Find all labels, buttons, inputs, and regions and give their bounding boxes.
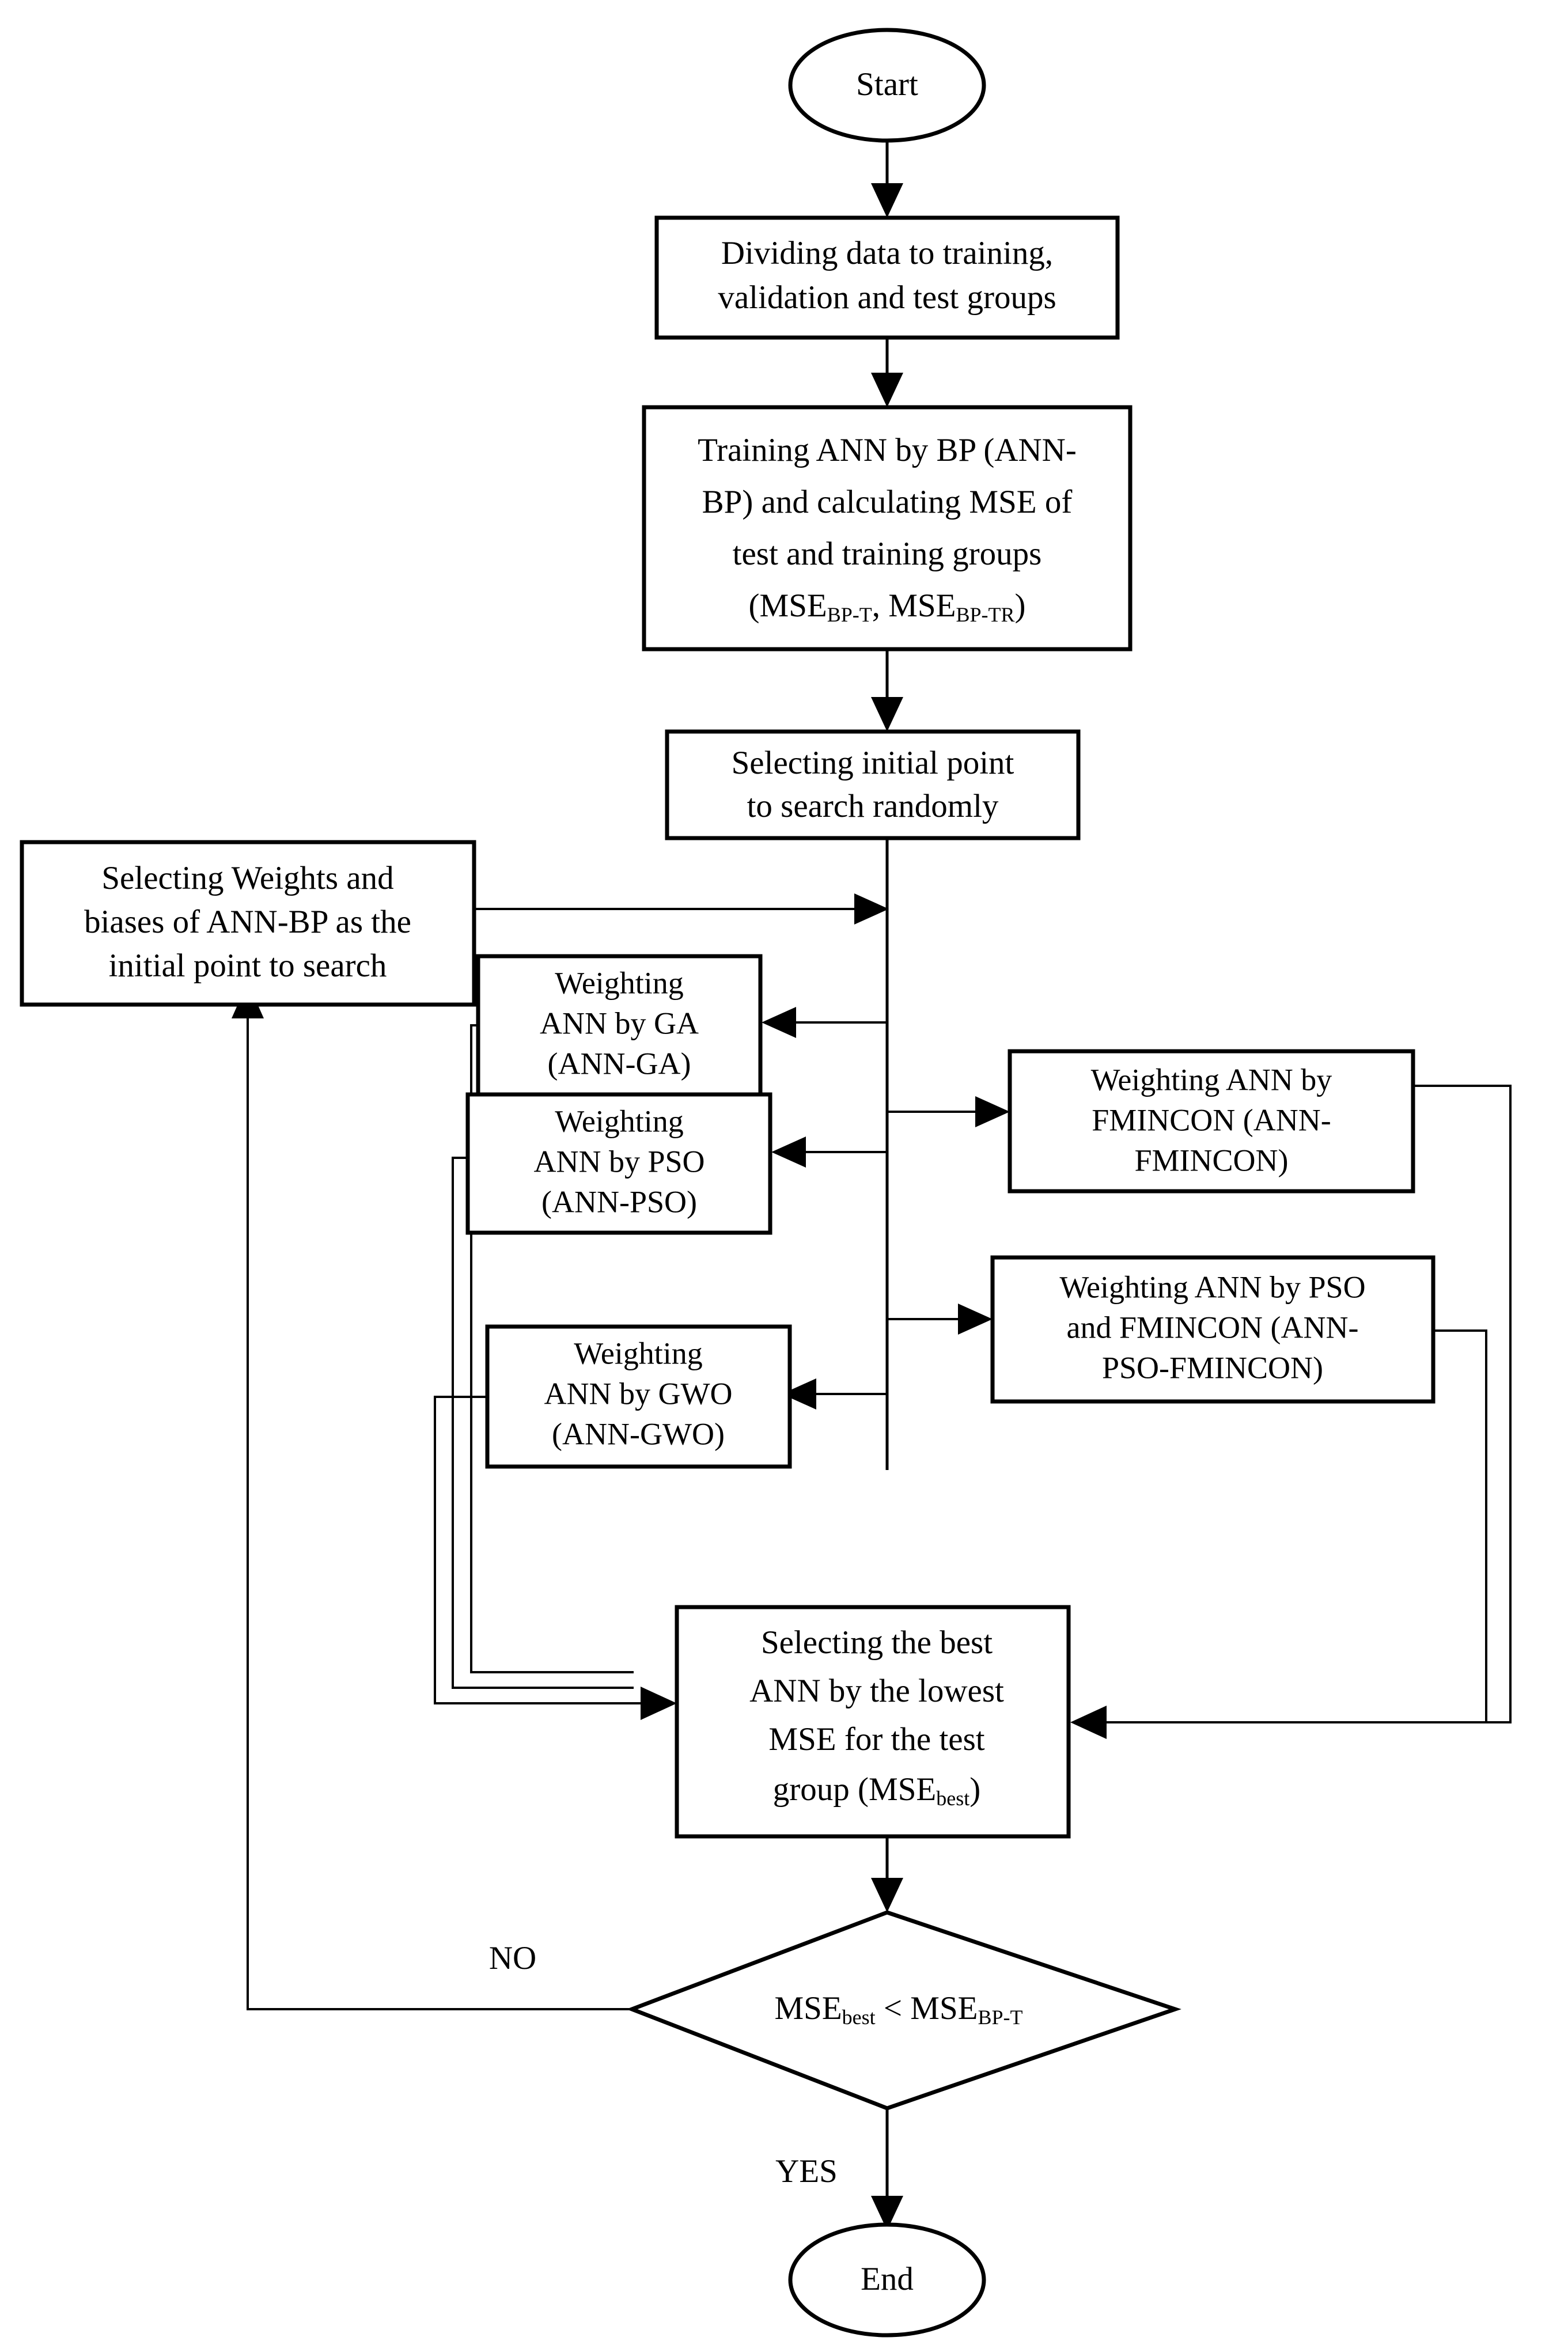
node-annga-line1: Weighting: [555, 965, 684, 1000]
node-selectbest-line3: MSE for the test: [768, 1721, 984, 1757]
node-ann-fmincon[interactable]: Weighting ANN by FMINCON (ANN- FMINCON): [1008, 1049, 1415, 1194]
node-initfrombp-line2: biases of ANN-BP as the: [84, 904, 411, 940]
node-initfrombp-line3: initial point to search: [109, 948, 387, 984]
node-annga-line2: ANN by GA: [540, 1006, 699, 1040]
edge-psofmincon-to-selectbest: [1070, 1329, 1487, 1739]
node-annfmincon-line2: FMINCON (ANN-: [1092, 1103, 1331, 1137]
node-annfmincon-line1: Weighting ANN by: [1091, 1062, 1332, 1097]
node-ann-ga[interactable]: Weighting ANN by GA (ANN-GA): [476, 954, 763, 1097]
edge-ga-to-selectbest: [470, 1024, 634, 1673]
edge-trunk-to-gwo: [782, 1378, 887, 1410]
node-end[interactable]: End: [788, 2222, 986, 2338]
node-initrandom-line1: Selecting initial point: [732, 745, 1014, 781]
node-selectbest-line2: ANN by the lowest: [749, 1673, 1004, 1709]
edge-pso-to-selectbest: [452, 1157, 634, 1689]
edge-label-yes: YES: [775, 2153, 838, 2189]
node-annga-line3: (ANN-GA): [548, 1046, 691, 1081]
edge-initfrombp-to-trunk: [472, 893, 889, 925]
node-annpso-line3: (ANN-PSO): [541, 1184, 697, 1219]
node-decision-label: MSEbest < MSEBP-T: [774, 1990, 1022, 2029]
node-start-label: Start: [856, 66, 918, 103]
node-annpsofmincon-line3: PSO-FMINCON): [1102, 1350, 1323, 1385]
node-ann-gwo[interactable]: Weighting ANN by GWO (ANN-GWO): [485, 1324, 792, 1469]
edge-trunk-to-pso: [771, 1136, 887, 1168]
node-initfrombp-line1: Selecting Weights and: [101, 860, 393, 896]
node-train-ann-bp[interactable]: Training ANN by BP (ANN- BP) and calcula…: [642, 405, 1133, 651]
edge-gwo-to-selectbest: [434, 1396, 677, 1720]
node-annpso-line1: Weighting: [555, 1104, 684, 1138]
edge-trunk-to-fmincon: [887, 1096, 1010, 1127]
edge-trunk-to-psofmincon: [887, 1304, 993, 1335]
node-divide-line1: Dividing data to training,: [721, 235, 1053, 271]
node-end-label: End: [861, 2261, 914, 2297]
node-decision[interactable]: MSEbest < MSEBP-T: [626, 1910, 1181, 2111]
edge-selectbest-to-decision: [871, 1836, 903, 1912]
node-start[interactable]: Start: [788, 28, 986, 143]
node-anngwo-line2: ANN by GWO: [544, 1376, 733, 1411]
node-divide-data[interactable]: Dividing data to training, validation an…: [654, 215, 1120, 340]
node-train-line2: BP) and calculating MSE of: [702, 484, 1073, 520]
edge-divide-to-train: [871, 338, 903, 407]
node-initrandom-line2: to search randomly: [747, 788, 999, 824]
node-train-line3: test and training groups: [733, 536, 1042, 572]
node-annpso-line2: ANN by PSO: [533, 1144, 705, 1179]
node-annfmincon-line3: FMINCON): [1134, 1143, 1288, 1177]
node-selectbest-line4: group (MSEbest): [773, 1771, 980, 1810]
node-init-from-bp[interactable]: Selecting Weights and biases of ANN-BP a…: [20, 840, 476, 1007]
edge-decision-yes: [871, 2108, 903, 2230]
node-annpsofmincon-line2: and FMINCON (ANN-: [1067, 1310, 1359, 1344]
node-select-best[interactable]: Selecting the best ANN by the lowest MSE…: [675, 1605, 1071, 1839]
node-ann-pso-fmincon[interactable]: Weighting ANN by PSO and FMINCON (ANN- P…: [990, 1255, 1436, 1404]
node-divide-line2: validation and test groups: [718, 279, 1056, 316]
edge-train-to-init: [871, 649, 903, 732]
node-ann-pso[interactable]: Weighting ANN by PSO (ANN-PSO): [465, 1092, 772, 1235]
node-annpsofmincon-line1: Weighting ANN by PSO: [1059, 1270, 1365, 1304]
node-init-random[interactable]: Selecting initial point to search random…: [665, 729, 1081, 840]
node-train-line1: Training ANN by BP (ANN-: [698, 432, 1077, 468]
node-anngwo-line3: (ANN-GWO): [552, 1416, 725, 1451]
node-selectbest-line1: Selecting the best: [761, 1624, 993, 1661]
node-anngwo-line1: Weighting: [574, 1336, 703, 1370]
edge-label-no: NO: [489, 1940, 536, 1976]
edge-trunk-to-ga: [762, 1007, 887, 1038]
node-train-line4: (MSEBP-T, MSEBP-TR): [749, 588, 1026, 626]
